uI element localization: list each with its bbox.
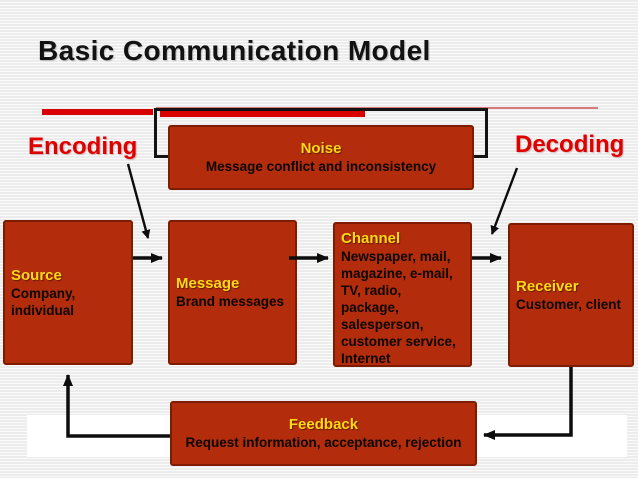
source-box: Source Company, individual — [3, 220, 133, 365]
channel-box-title: Channel — [341, 230, 401, 247]
noise-box: Noise Message conflict and inconsistency — [168, 125, 474, 190]
feedback-box: Feedback Request information, acceptance… — [170, 401, 477, 466]
message-box-title: Message — [176, 275, 240, 292]
decoding-label: Decoding — [515, 131, 625, 158]
title-underline-inner-bar — [160, 111, 365, 117]
slide-title: Basic Communication Model — [38, 35, 431, 66]
receiver-box: Receiver Customer, client — [508, 223, 634, 367]
message-box: Message Brand messages — [168, 220, 297, 365]
message-box-body: Brand messages — [176, 294, 285, 309]
encoding-label: Encoding — [28, 133, 138, 160]
receiver-box-body: Customer, client — [516, 296, 622, 312]
feedback-box-title: Feedback — [288, 416, 359, 433]
source-box-title: Source — [11, 266, 62, 284]
noise-box-title: Noise — [300, 140, 342, 157]
feedback-box-body: Request information, acceptance, rejecti… — [185, 435, 462, 450]
channel-box-body: Newspaper, mail, magazine, e-mail, TV, r… — [341, 249, 456, 366]
source-box-body: Company, individual — [11, 285, 76, 318]
receiver-box-title: Receiver — [516, 277, 579, 295]
noise-box-body: Message conflict and inconsistency — [205, 159, 437, 174]
channel-box: Channel Newspaper, mail, magazine, e-mai… — [333, 222, 472, 367]
title-underline-bar — [42, 109, 153, 115]
